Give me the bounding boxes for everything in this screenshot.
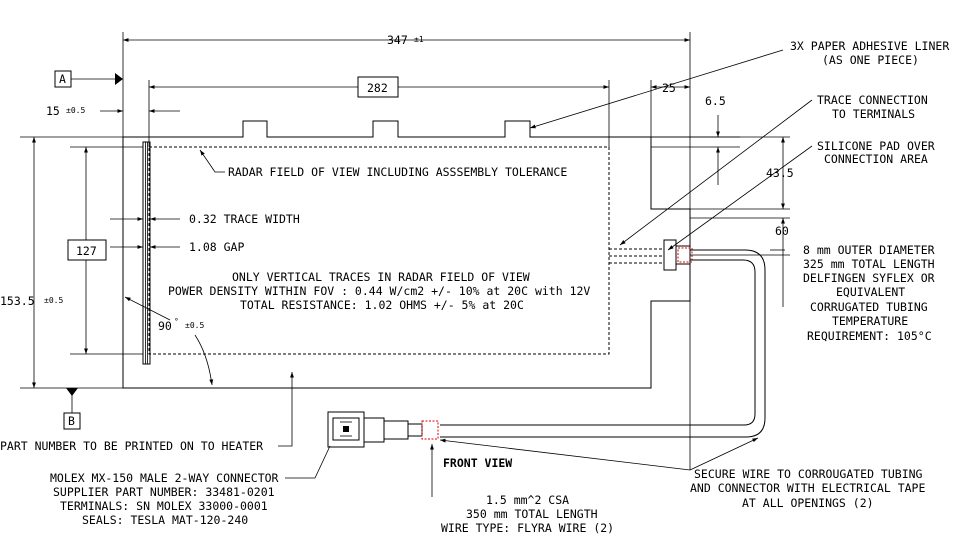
note-connector-1: MOLEX MX-150 MALE 2-WAY CONNECTOR — [50, 471, 279, 485]
dim-fov-height: 127 — [76, 244, 97, 258]
note-trace-width: 0.32 TRACE WIDTH — [189, 212, 300, 226]
note-tubing-1: 8 mm OUTER DIAMETER — [803, 243, 935, 257]
note-part-number: PART NUMBER TO BE PRINTED ON TO HEATER — [0, 439, 263, 453]
dim-top-tab: 6.5 — [705, 94, 726, 108]
note-tubing-5: CORRUGATED TUBING — [810, 300, 928, 314]
note-secure-2: AND CONNECTOR WITH ELECTRICAL TAPE — [690, 481, 925, 495]
dim-angle-tol: ±0.5 — [185, 321, 204, 330]
corrugated-tubing — [440, 249, 766, 438]
note-tubing-2: 325 mm TOTAL LENGTH — [803, 257, 935, 271]
dim-overall-length-tol: ±1 — [414, 35, 424, 44]
note-front-view: FRONT VIEW — [443, 456, 512, 470]
heater-outline — [122, 120, 691, 389]
note-center-3: TOTAL RESISTANCE: 1.02 OHMS +/- 5% at 20… — [240, 298, 524, 312]
molex-connector — [327, 411, 439, 448]
note-center-2: POWER DENSITY WITHIN FOV : 0.44 W/cm2 +/… — [168, 284, 590, 298]
note-secure-3: AT ALL OPENINGS (2) — [742, 496, 874, 510]
dim-box-282 — [357, 76, 399, 98]
note-paper-liner-1: 3X PAPER ADHESIVE LINER — [790, 39, 949, 53]
note-paper-liner-2: (AS ONE PIECE) — [822, 53, 919, 67]
dim-box-127 — [67, 239, 107, 261]
dim-left-offset-tol: ±0.5 — [66, 106, 85, 115]
datum-b-label: B — [68, 414, 75, 428]
dim-connector-offset: 60 — [775, 224, 789, 238]
note-wire-1: 1.5 mm^2 CSA — [486, 493, 569, 507]
note-connector-3: TERMINALS: SN MOLEX 33000-0001 — [60, 499, 268, 513]
trace-bus-bar — [142, 141, 151, 365]
note-gap: 1.08 GAP — [189, 240, 244, 254]
dim-overall-height-tol: ±0.5 — [44, 296, 63, 305]
dim-fov-length: 282 — [367, 81, 388, 95]
note-tubing-6: TEMPERATURE — [832, 314, 908, 328]
datum-a-label: A — [59, 72, 66, 86]
note-radar-fov: RADAR FIELD OF VIEW INCLUDING ASSSEMBLY … — [228, 165, 567, 179]
dim-overall-height: 153.5 — [0, 294, 35, 308]
trace-leads — [609, 248, 664, 264]
note-wire-2: 350 mm TOTAL LENGTH — [466, 507, 598, 521]
note-secure-1: SECURE WIRE TO CORROUGATED TUBING — [694, 467, 923, 481]
silicone-pad — [663, 239, 693, 271]
note-trace-connection-2: TO TERMINALS — [832, 107, 915, 121]
note-connector-4: SEALS: TESLA MAT-120-240 — [82, 513, 248, 527]
note-silicone-pad-2: CONNECTION AREA — [824, 152, 928, 166]
note-connector-2: SUPPLIER PART NUMBER: 33481-0201 — [53, 485, 275, 499]
dim-overall-length: 347 — [387, 33, 408, 47]
radar-fov-outline — [148, 146, 610, 355]
note-tubing-3: DELFINGEN SYFLEX OR — [803, 271, 935, 285]
note-trace-connection-1: TRACE CONNECTION — [817, 93, 928, 107]
dim-connector-area: 43.5 — [766, 166, 794, 180]
note-tubing-4: EQUIVALENT — [836, 285, 905, 299]
note-tubing-7: REQUIREMENT: 105°C — [807, 329, 932, 343]
dim-right-offset: 25 — [662, 81, 676, 95]
dim-angle-deg: ° — [174, 317, 179, 326]
note-wire-3: WIRE TYPE: FLYRA WIRE (2) — [441, 521, 614, 535]
dim-angle: 90 — [158, 319, 172, 333]
dim-left-offset: 15 — [46, 104, 60, 118]
note-center-1: ONLY VERTICAL TRACES IN RADAR FIELD OF V… — [232, 270, 530, 284]
note-silicone-pad-1: SILICONE PAD OVER — [817, 139, 935, 153]
